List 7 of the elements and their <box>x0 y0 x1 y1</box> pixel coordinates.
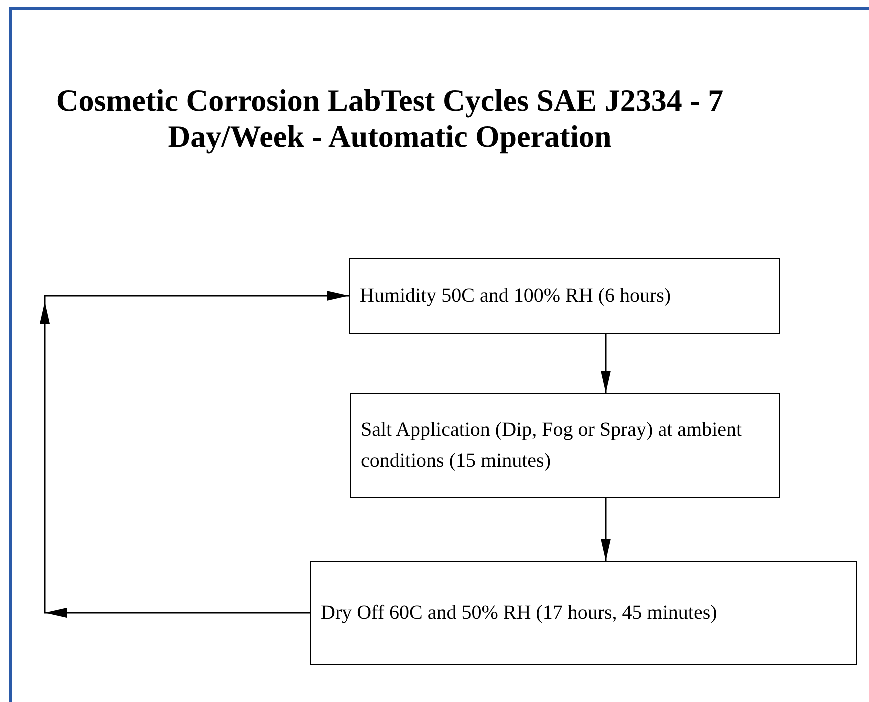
box-text: Dry Off 60C and 50% RH (17 hours, 45 minutes) <box>321 600 718 626</box>
box-text: Salt Application (Dip, Fog or Spray) at ambient conditions (15 minutes) <box>361 418 744 474</box>
process-box <box>310 561 857 665</box>
process-box <box>350 393 780 498</box>
box-text: Humidity 50C and 100% RH (6 hours) <box>360 284 672 308</box>
process-box <box>349 258 780 334</box>
title: Cosmetic Corrosion LabTest Cycles SAE J2334 - 7 Day/Week - Automatic Operation <box>55 83 725 155</box>
